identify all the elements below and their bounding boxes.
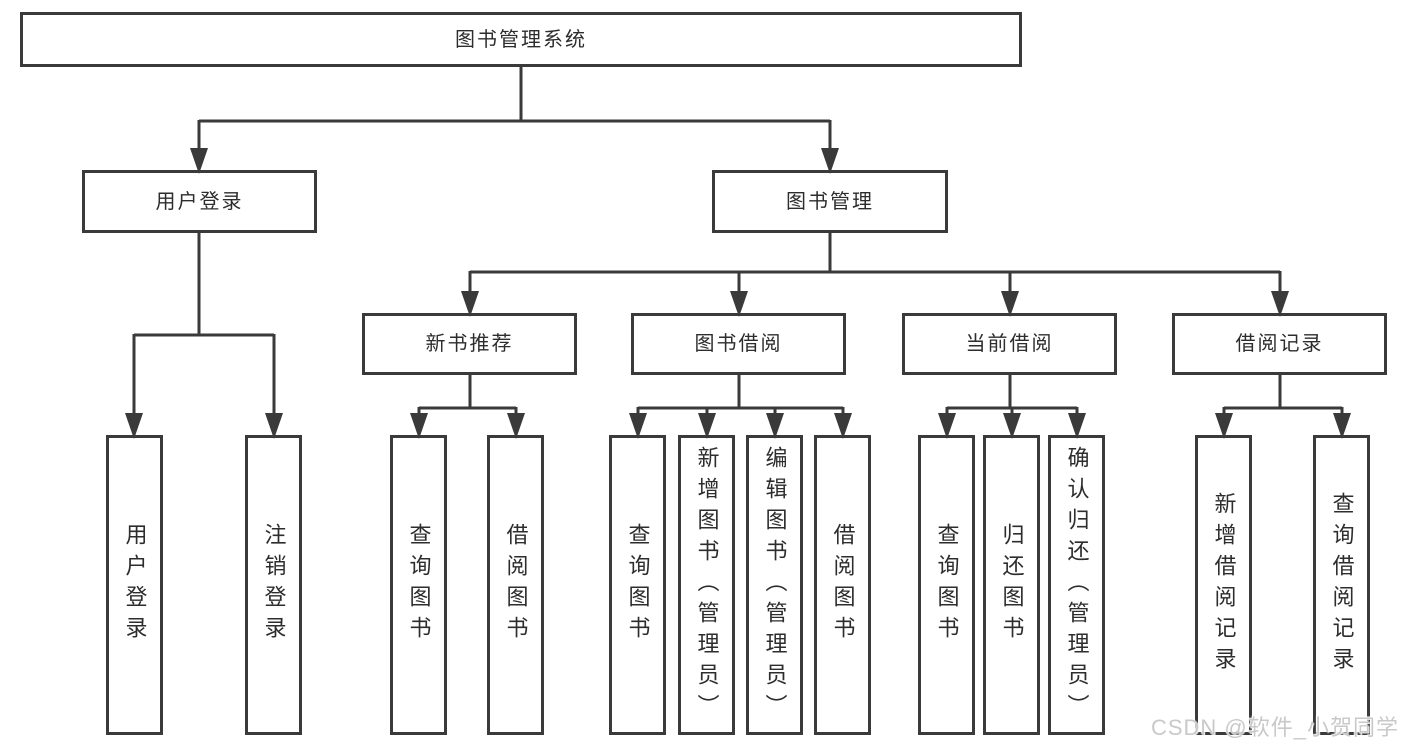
connector-book-borrow-to-leaves [629, 375, 852, 439]
leaf-borrow-edit-books-admin-label: 编辑图书（管理员） [762, 445, 788, 725]
node-root-label: 图书管理系统 [455, 28, 587, 51]
leaf-user-login: 用户登录 [106, 435, 163, 735]
leaf-newbook-query-books-label: 查询图书 [406, 523, 432, 647]
leaf-newbook-borrow-books: 借阅图书 [487, 435, 544, 735]
node-borrow-records-label: 借阅记录 [1235, 333, 1324, 355]
connector-current-borrow-to-leaves [938, 375, 1086, 439]
leaf-borrow-borrow-books: 借阅图书 [814, 435, 871, 735]
connector-book-management-to-level3 [461, 233, 1289, 317]
node-user-login: 用户登录 [82, 170, 317, 233]
leaf-borrow-edit-books-admin: 编辑图书（管理员） [746, 435, 803, 735]
node-current-borrow-label: 当前借阅 [965, 333, 1054, 355]
node-book-management-label: 图书管理 [786, 190, 874, 213]
leaf-borrow-borrow-books-label: 借阅图书 [830, 523, 856, 647]
connector-borrow-records-to-leaves [1215, 375, 1351, 439]
node-book-borrow-label: 图书借阅 [694, 333, 783, 355]
connector-root-to-level2 [190, 67, 839, 174]
connector-new-book-to-leaves [410, 375, 525, 439]
node-new-book-label: 新书推荐 [425, 333, 514, 355]
leaf-borrow-query-books: 查询图书 [609, 435, 666, 735]
node-root: 图书管理系统 [20, 12, 1022, 67]
leaf-current-confirm-return-admin: 确认归还（管理员） [1048, 435, 1105, 735]
node-book-management: 图书管理 [712, 170, 948, 233]
leaf-borrow-add-books-admin: 新增图书（管理员） [678, 435, 735, 735]
connector-user-login-to-leaves [125, 233, 283, 439]
leaf-logout-label: 注销登录 [261, 523, 287, 647]
node-book-borrow: 图书借阅 [631, 313, 846, 375]
leaf-records-query-record-label: 查询借阅记录 [1329, 492, 1355, 678]
leaf-current-return-books-label: 归还图书 [999, 523, 1025, 647]
node-user-login-label: 用户登录 [155, 190, 244, 213]
leaf-borrow-add-books-admin-label: 新增图书（管理员） [694, 445, 720, 725]
leaf-records-add-record: 新增借阅记录 [1195, 435, 1252, 735]
node-current-borrow: 当前借阅 [902, 313, 1117, 375]
leaf-current-return-books: 归还图书 [983, 435, 1040, 735]
leaf-newbook-query-books: 查询图书 [390, 435, 447, 735]
watermark: CSDN @软件_小贺同学 [1150, 715, 1399, 740]
leaf-records-query-record: 查询借阅记录 [1313, 435, 1370, 735]
leaf-logout: 注销登录 [245, 435, 302, 735]
leaf-current-query-books: 查询图书 [918, 435, 975, 735]
leaf-current-query-books-label: 查询图书 [934, 523, 960, 647]
leaf-borrow-query-books-label: 查询图书 [625, 523, 651, 647]
leaf-user-login-label: 用户登录 [122, 523, 148, 647]
node-borrow-records: 借阅记录 [1172, 313, 1387, 375]
leaf-current-confirm-return-admin-label: 确认归还（管理员） [1064, 445, 1090, 725]
leaf-newbook-borrow-books-label: 借阅图书 [503, 523, 529, 647]
leaf-records-add-record-label: 新增借阅记录 [1211, 492, 1237, 678]
node-new-book-recommend: 新书推荐 [362, 313, 577, 375]
